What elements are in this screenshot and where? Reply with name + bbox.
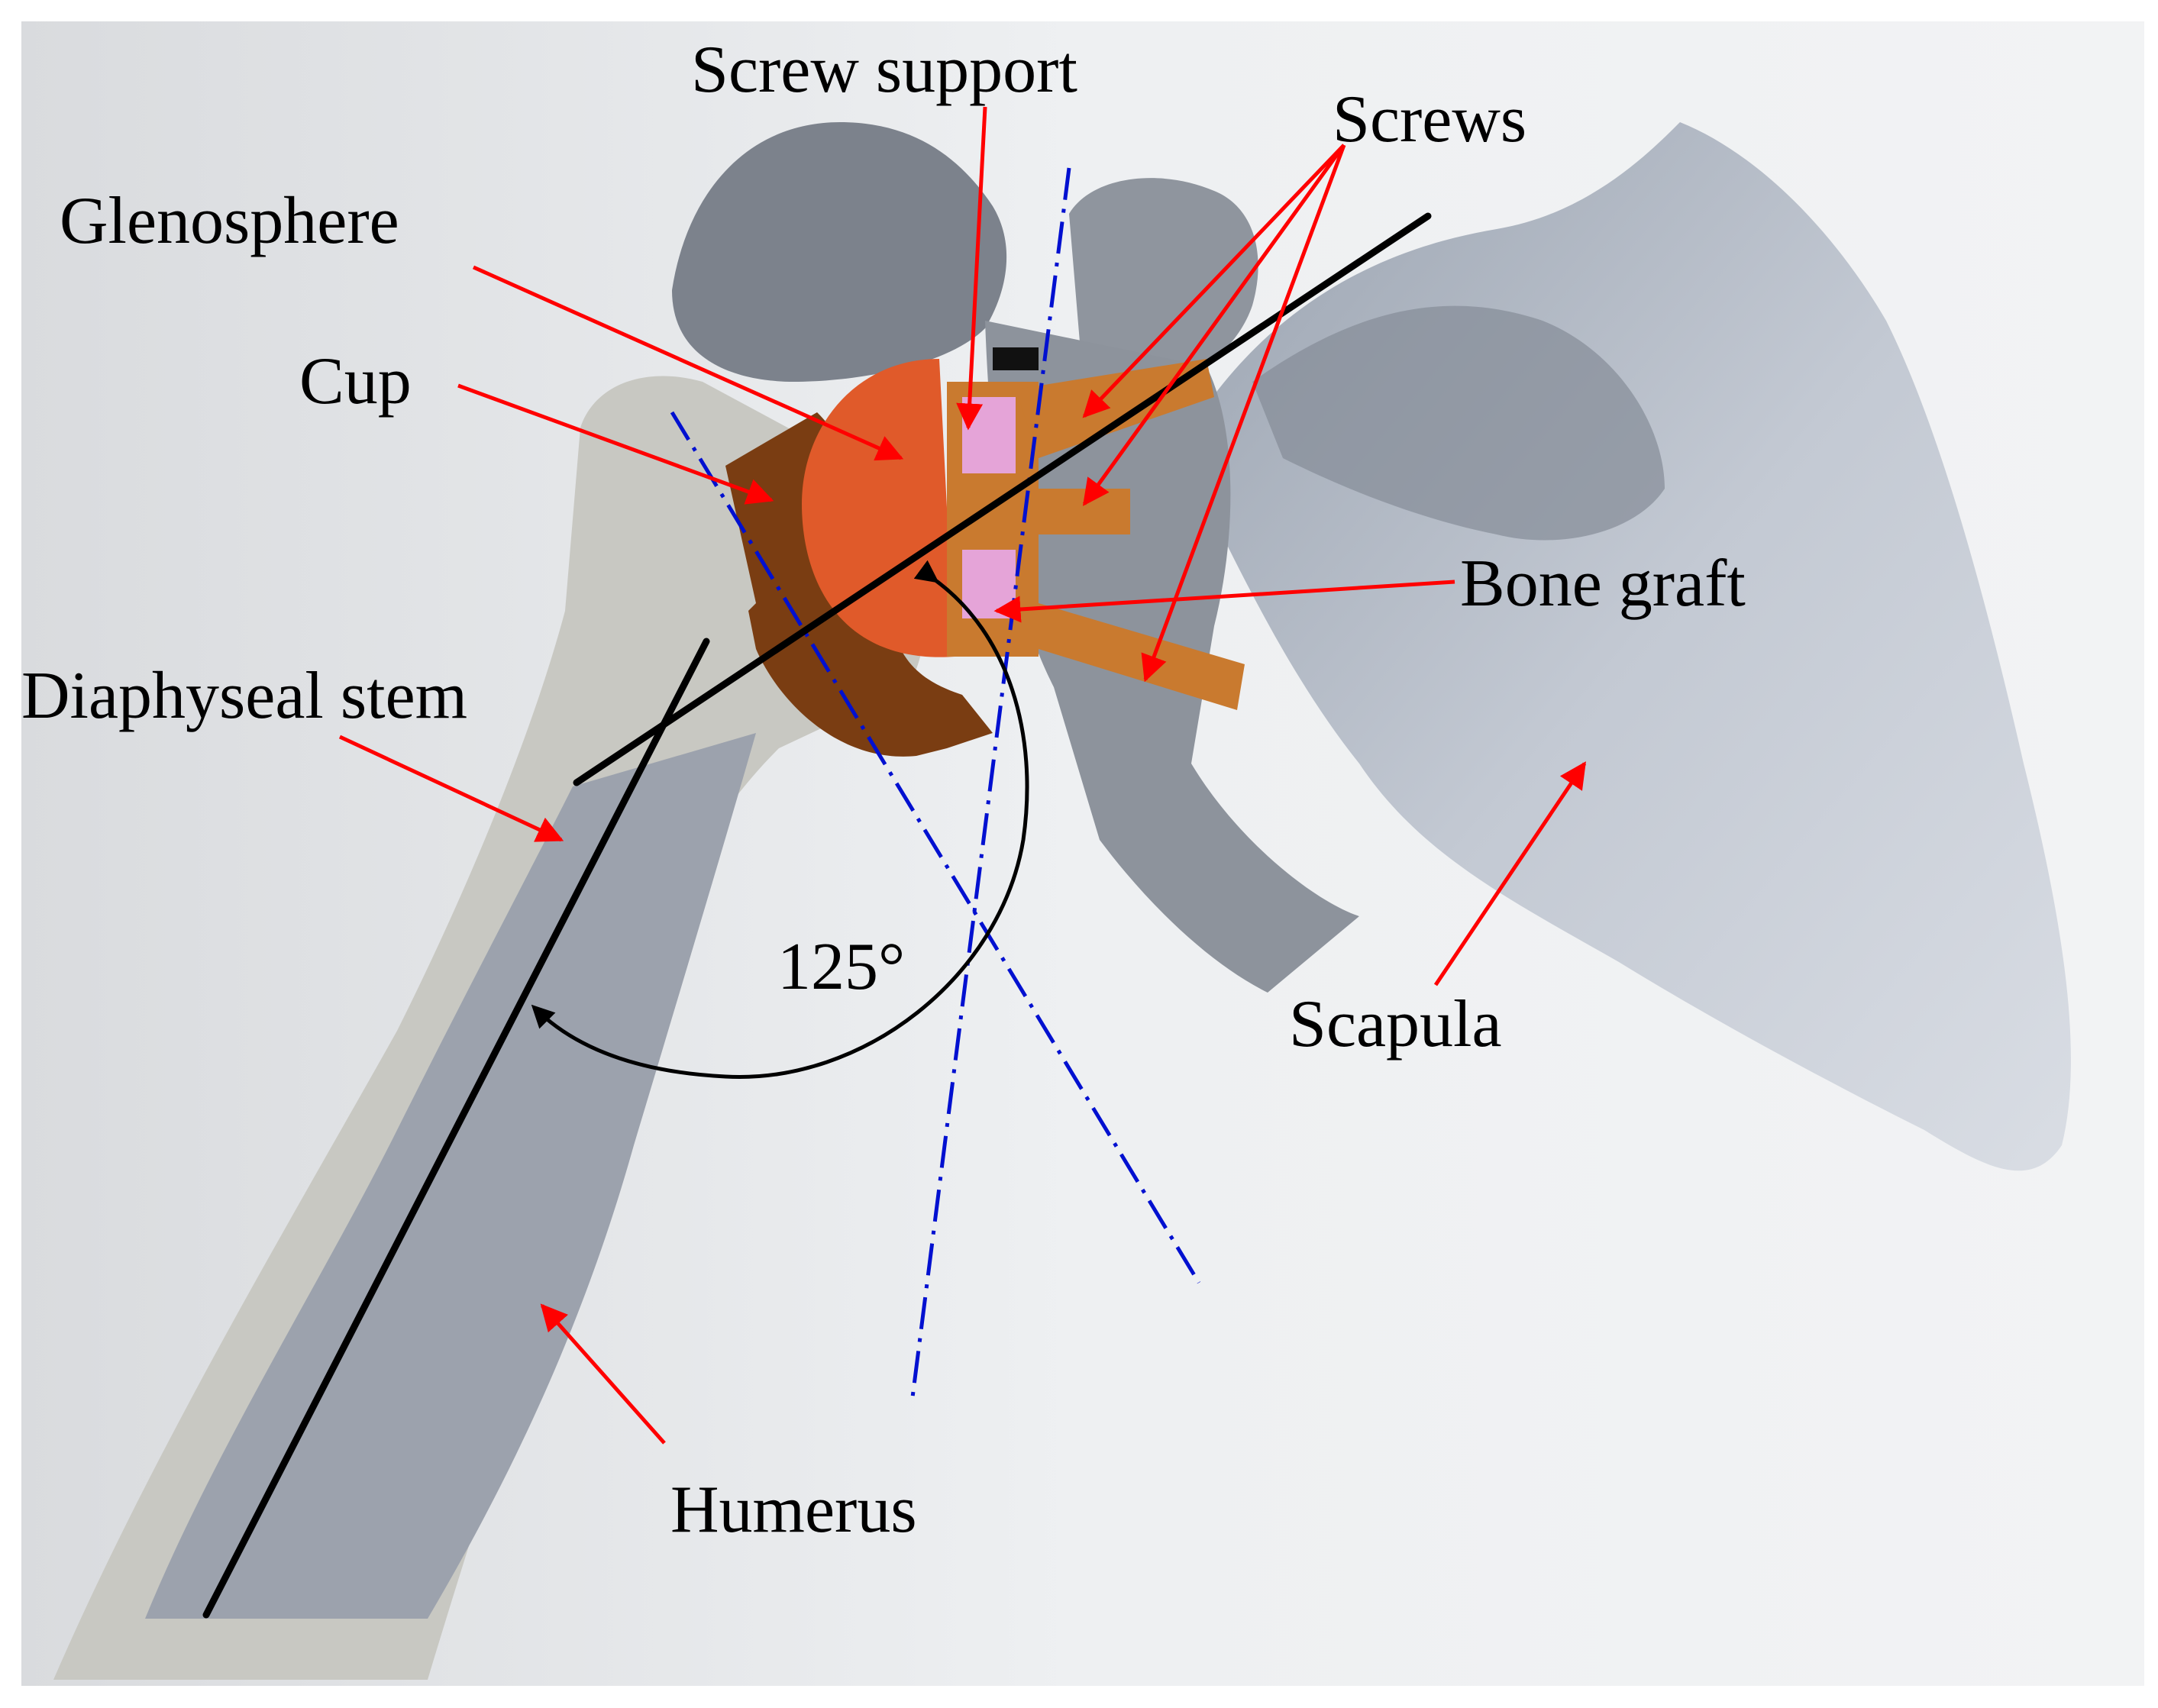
cup-arrow [457,383,774,505]
bone-graft-arrow [993,580,1455,623]
screw-support-arrow [956,106,987,431]
bone-graft-lower [962,550,1016,618]
label-screws: Screws [1333,82,1526,157]
screw-head-dark [993,347,1039,370]
glenoid-axis-line [910,167,1071,1398]
scapula-arrow [1433,761,1587,986]
coracoid-process [672,122,1007,382]
label-scapula: Scapula [1289,987,1502,1061]
glenosphere-arrow [472,265,904,461]
label-screw-support: Screw support [691,33,1077,107]
scapular-blade-shadow [1252,305,1665,541]
label-diaphyseal-stem: Diaphyseal stem [21,659,467,733]
label-cup: Cup [299,344,412,418]
acromion [1069,178,1258,397]
humerus-arrow [540,1303,666,1445]
label-humerus: Humerus [670,1473,917,1547]
diaphyseal-stem-arrow [338,735,564,842]
screw-top [1016,359,1214,458]
label-bone-graft: Bone graft [1460,547,1746,621]
label-angle: 125° [777,930,905,1004]
screws-arrow-top [1082,144,1346,418]
screw-middle [1039,489,1130,534]
screws-arrow-middle [1082,144,1346,506]
screws-arrow-bottom [1141,144,1346,683]
angle-arc [531,560,1029,1079]
label-glenosphere: Glenosphere [60,184,399,258]
